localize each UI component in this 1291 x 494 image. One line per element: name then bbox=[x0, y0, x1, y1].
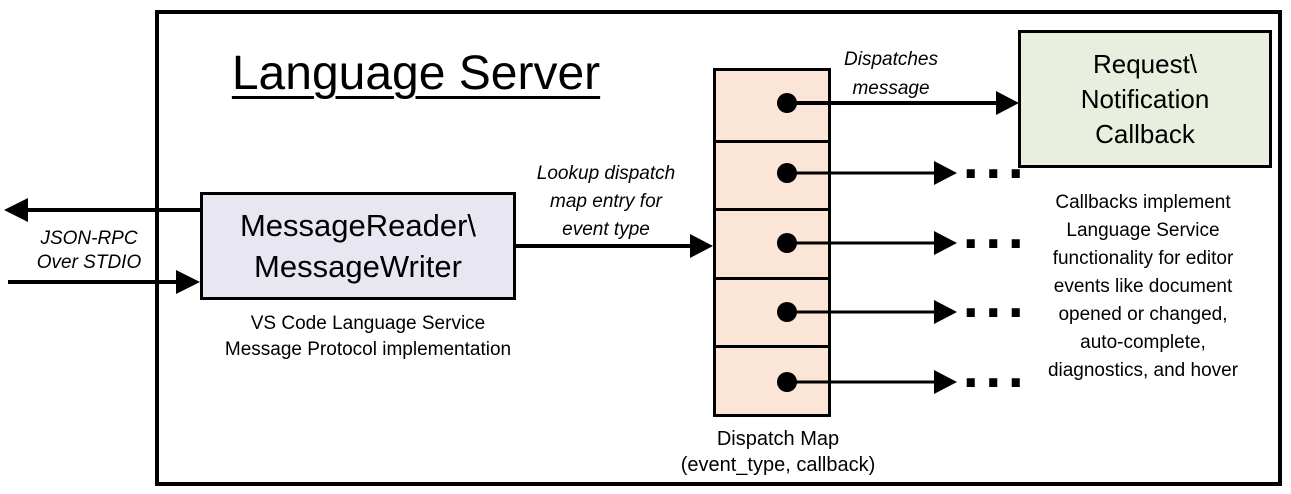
dispatch-map-node bbox=[713, 68, 831, 417]
ellipsis-dots: ... bbox=[962, 344, 1030, 398]
json-rpc-stdio-label: JSON-RPC Over STDIO bbox=[36, 228, 142, 273]
diagram-title-text: Language Server bbox=[231, 47, 601, 100]
ellipsis-dots: ... bbox=[962, 205, 1030, 259]
ellipsis-dots: ... bbox=[962, 135, 1030, 189]
message-reader-writer-label: MessageReader\ MessageWriter bbox=[239, 208, 477, 284]
dispatch-map-cell bbox=[716, 345, 828, 414]
lookup-dispatch-label: Lookup dispatch map entry for event type bbox=[536, 163, 676, 240]
ellipsis-dots: ... bbox=[962, 274, 1030, 328]
message-reader-writer-caption: VS Code Language Service Message Protoco… bbox=[224, 313, 512, 360]
dispatch-map-cell bbox=[716, 71, 828, 140]
dispatch-map-cell bbox=[716, 208, 828, 277]
dispatch-map-cell bbox=[716, 276, 828, 346]
callbacks-description: Callbacks implement Language Service fun… bbox=[1047, 192, 1239, 381]
request-notification-callback-label: Request\ Notification Callback bbox=[1080, 48, 1210, 149]
dispatch-map-cell bbox=[716, 139, 828, 209]
dispatches-message-label: Dispatches message bbox=[844, 49, 938, 99]
request-notification-callback-node: Request\ Notification Callback bbox=[1018, 30, 1272, 168]
message-reader-writer-node: MessageReader\ MessageWriter bbox=[200, 192, 516, 300]
dispatch-map-caption: Dispatch Map (event_type, callback) bbox=[680, 428, 876, 476]
diagram-title: Language Server bbox=[216, 48, 616, 100]
